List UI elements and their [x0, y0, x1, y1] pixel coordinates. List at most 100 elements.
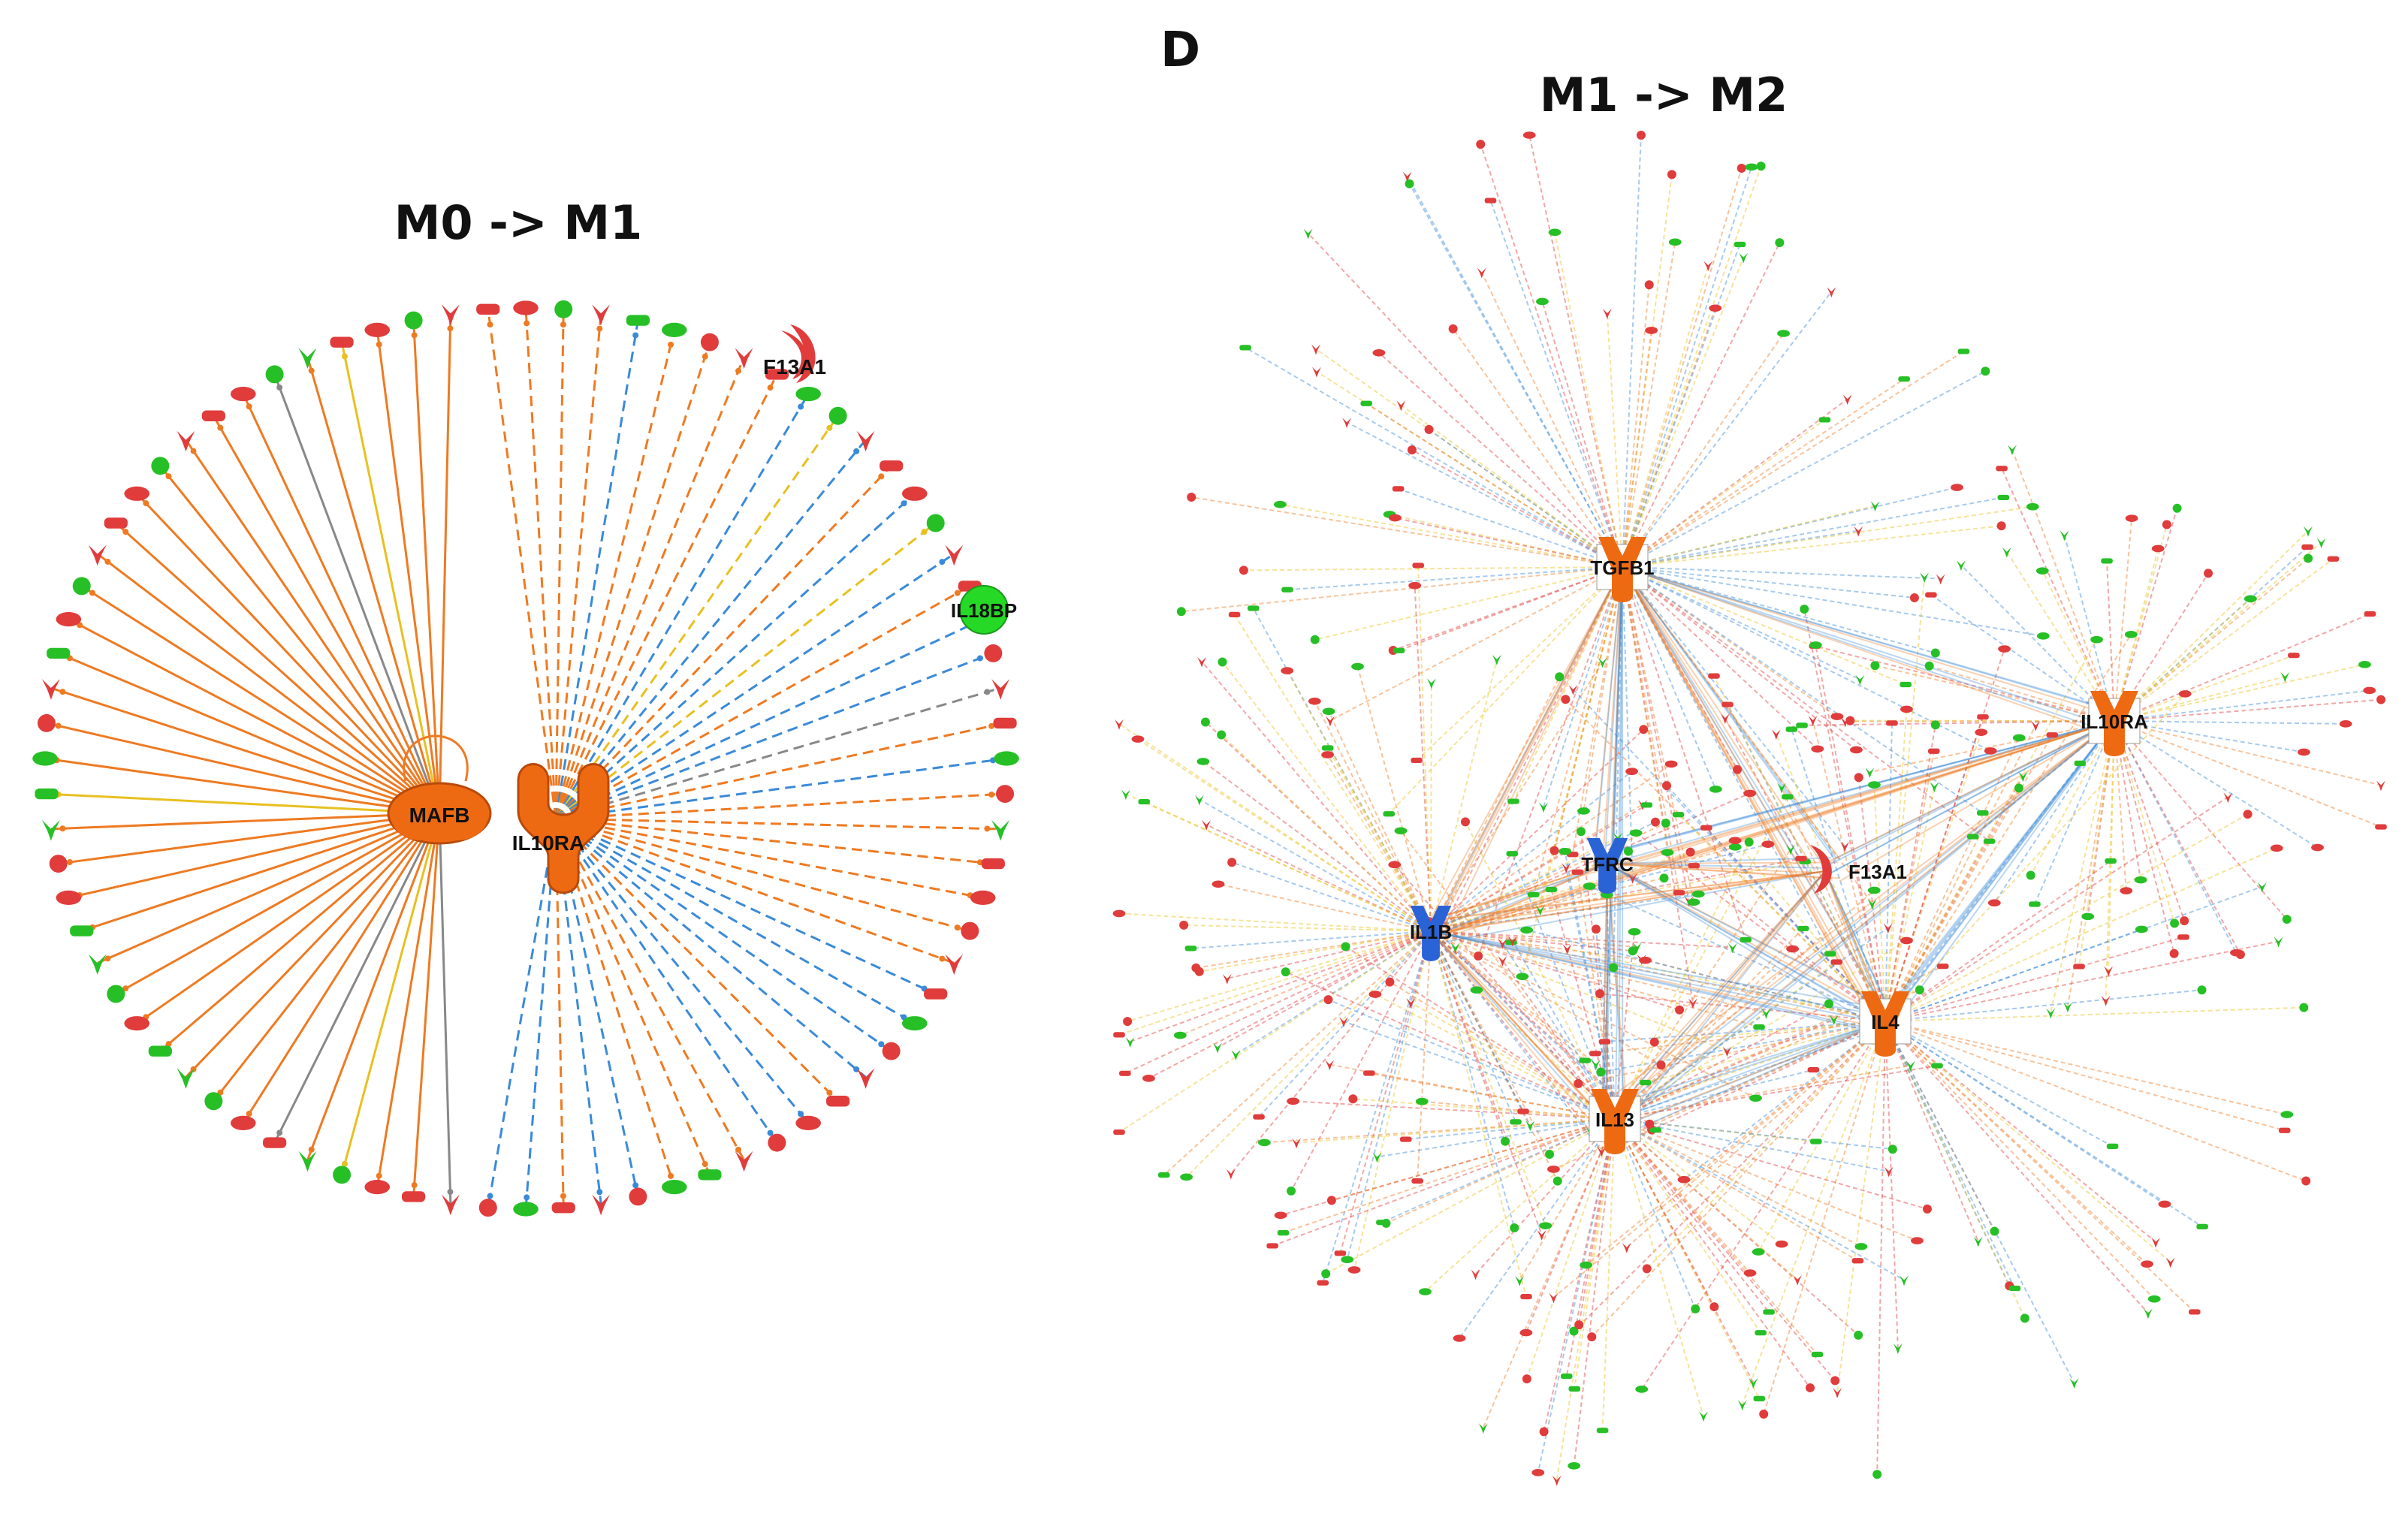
hub-tfrc[interactable]: TFRC	[1581, 838, 1634, 894]
gene-node	[2311, 843, 2324, 852]
gene-node	[1187, 492, 1196, 502]
gene-node	[1924, 661, 1934, 671]
gene-node	[1797, 925, 1809, 932]
right-edge	[1286, 670, 1432, 932]
right-edge	[1118, 912, 1432, 932]
right-edge	[1137, 738, 1432, 932]
right-edge	[1622, 378, 1905, 568]
right-edge	[1393, 864, 1616, 1120]
left-edge-arrow	[984, 825, 991, 832]
gene-node	[1763, 1309, 1775, 1315]
right-edge	[1252, 608, 1432, 932]
gene-node	[1900, 1275, 1909, 1286]
gene-node	[1591, 1060, 1601, 1070]
left-edge	[136, 493, 441, 815]
right-edge	[1622, 291, 1833, 568]
hub-link	[1430, 930, 1625, 1127]
gene-node	[1547, 1166, 1560, 1173]
gene-node	[1759, 1410, 1769, 1419]
hub-link	[1618, 720, 2115, 1129]
right-edge	[1884, 940, 2279, 1022]
gene-node	[1202, 820, 1212, 831]
hub-link	[1613, 1021, 1886, 1130]
gene-node	[1385, 977, 1395, 987]
right-edge	[1328, 999, 1616, 1120]
gene-node	[333, 1166, 352, 1184]
gene-node	[1274, 1211, 1287, 1220]
right-edge	[1528, 134, 1623, 568]
right-edge	[1465, 821, 1616, 1120]
gene-node	[2363, 686, 2376, 695]
right-edge	[1525, 1118, 1616, 1333]
right-edge	[2108, 720, 2115, 971]
gene-node	[2375, 824, 2387, 830]
node-il18bp[interactable]: IL18BP	[951, 585, 1017, 635]
hub-link	[1430, 930, 1883, 1035]
right-edge	[1430, 683, 1432, 932]
hub-il13[interactable]: IL13	[1589, 1089, 1641, 1154]
right-edge	[1884, 716, 1984, 1022]
gene-node	[1777, 330, 1790, 337]
gene-node	[1226, 1169, 1236, 1180]
gene-node	[1645, 1119, 1655, 1129]
gene-node	[1737, 1400, 1747, 1411]
right-edge	[1622, 566, 1838, 717]
gene-node	[2081, 912, 2095, 921]
gene-node	[1668, 238, 1682, 246]
gene-node	[1728, 942, 1737, 954]
hub-glyph	[1410, 906, 1452, 961]
left-edge-arrow	[411, 332, 418, 339]
right-edge	[1622, 566, 1690, 901]
right-edge	[2114, 572, 2209, 722]
left-edge	[554, 817, 839, 1102]
right-edge	[1541, 301, 1623, 568]
left-edge-arrow	[59, 825, 66, 832]
right-edge	[1614, 1118, 1751, 1274]
right-edge	[1626, 1021, 1886, 1248]
gene-node	[1691, 1304, 1700, 1313]
hub-link	[1604, 566, 1623, 866]
left-edge	[68, 618, 440, 815]
hub-il10ra[interactable]: IL10RA	[2081, 691, 2148, 756]
hub-mafb[interactable]: MAFB	[387, 782, 492, 845]
hub-f13a1[interactable]: F13A1	[1810, 845, 1907, 894]
gene-node	[1810, 1138, 1822, 1145]
gene-node	[1709, 786, 1722, 793]
gene-node	[1579, 1057, 1591, 1063]
hub-il10ra-left[interactable]: IL10RA	[512, 763, 610, 894]
hub-link	[1622, 566, 1816, 871]
gene-node	[1909, 593, 1919, 602]
gene-node	[1800, 605, 1809, 614]
gene-node	[1870, 501, 1880, 512]
left-edge-arrow	[143, 500, 149, 507]
gene-node	[1217, 730, 1227, 740]
hub-link	[1622, 566, 2108, 715]
node-f13a1-left[interactable]: F13A1	[763, 324, 826, 383]
right-edge	[1583, 566, 1623, 812]
right-edge	[1641, 958, 1886, 1022]
right-edge	[1622, 165, 1762, 568]
right-edge	[1206, 824, 1432, 932]
right-edge	[1645, 1021, 1886, 1084]
right-edge	[1307, 232, 1623, 568]
right-edge	[1614, 1118, 1697, 1310]
hub-link	[1418, 566, 1623, 941]
gene-node	[1273, 500, 1287, 508]
right-edge	[1884, 1021, 1899, 1349]
hub-link	[1607, 863, 1880, 1030]
right-edge	[1875, 665, 2115, 722]
gene-node	[1115, 719, 1124, 730]
right-edge	[1564, 851, 1616, 1120]
gene-node	[1231, 1050, 1241, 1060]
hub-il4[interactable]: IL4	[1859, 991, 1912, 1057]
gene-node	[1833, 1388, 1842, 1398]
gene-node	[1119, 1070, 1131, 1076]
hub-link	[1430, 930, 1604, 1118]
hub-il1b[interactable]: IL1B	[1410, 906, 1452, 961]
hub-tgfb1[interactable]: TGFB1	[1590, 537, 1655, 602]
gene-node	[1212, 880, 1225, 888]
gene-node	[1925, 592, 1937, 598]
gene-node	[1574, 1320, 1584, 1330]
right-edge	[1202, 761, 1432, 932]
gene-node	[263, 1137, 287, 1148]
